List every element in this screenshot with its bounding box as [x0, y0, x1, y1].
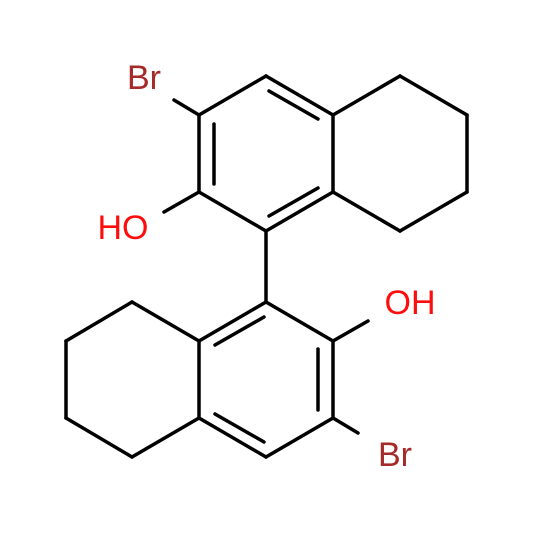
bond-c-oh-top: [162, 190, 201, 214]
bond-c-br-bottom: [331, 416, 360, 435]
bond-c-br-top: [172, 98, 201, 117]
bond: [398, 74, 469, 117]
upper-aromatic-ring: [197, 74, 335, 233]
atom-label-oh-top: HO: [98, 209, 149, 247]
bond: [130, 300, 201, 343]
double-bond-inner: [267, 89, 320, 121]
atom-label-br-bottom: Br: [378, 436, 412, 474]
bond: [264, 190, 335, 233]
bond-c-oh-bottom: [331, 319, 370, 343]
bond: [64, 416, 134, 459]
bond: [197, 300, 268, 343]
bond: [264, 300, 335, 343]
double-bond-inner: [213, 412, 266, 444]
lower-saturated-ring: [64, 300, 201, 459]
bond: [130, 416, 201, 459]
bond: [197, 74, 268, 117]
bond: [197, 416, 268, 459]
atom-label-oh-bottom: OH: [385, 284, 436, 322]
double-bond-inner: [267, 186, 320, 218]
upper-saturated-ring: [331, 74, 469, 233]
bond: [398, 190, 469, 233]
bond: [264, 74, 335, 117]
bond: [331, 190, 402, 233]
bond: [197, 190, 268, 233]
atom-label-br-top: Br: [127, 59, 161, 97]
lower-aromatic-ring: [197, 300, 335, 459]
bond: [264, 416, 335, 459]
double-bond-inner: [213, 315, 266, 347]
bond: [331, 74, 402, 117]
bond: [64, 300, 134, 343]
